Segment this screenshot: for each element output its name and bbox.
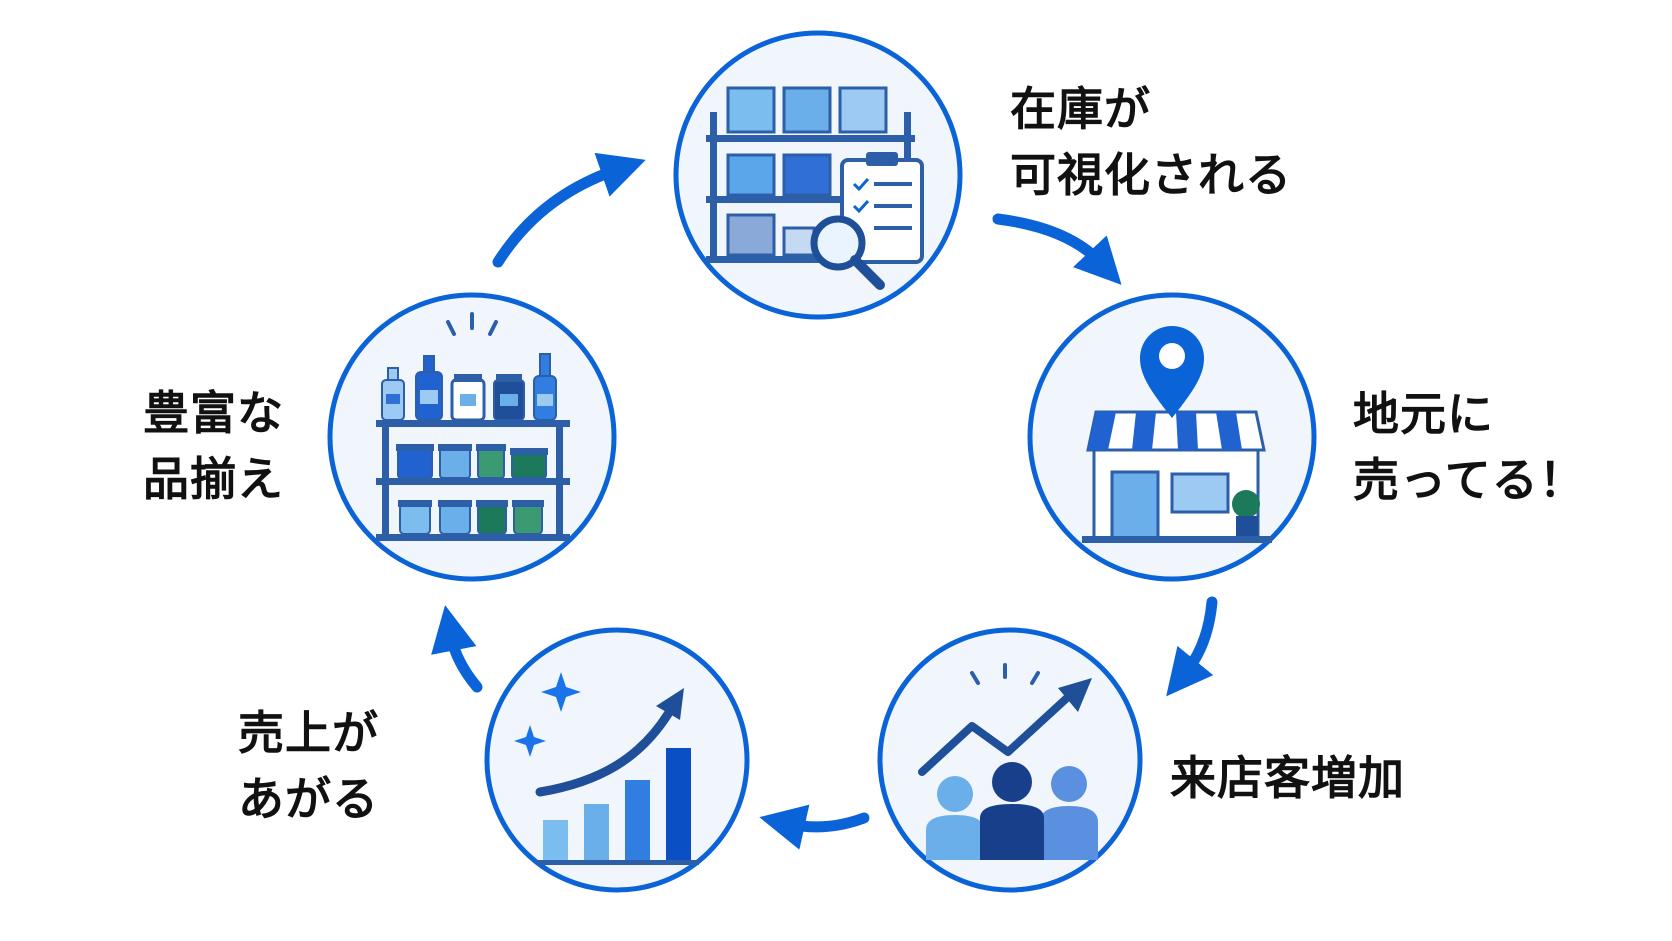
label-sales-line-1: 売上が xyxy=(238,706,379,760)
product-shelf-bottles-jars-icon xyxy=(376,312,570,541)
label-local: 地元に 売ってる！ xyxy=(1353,381,1586,513)
arrow-inventory-to-local xyxy=(992,213,1122,285)
arrow-visitors-to-sales xyxy=(759,804,870,850)
label-local-line-1: 地元に xyxy=(1353,387,1494,441)
arrow-local-to-visitors xyxy=(1166,596,1218,697)
label-assortment: 豊富な 品揃え xyxy=(143,380,284,512)
people-trend-up-icon xyxy=(918,663,1098,860)
label-visitors-line-1: 来店客増加 xyxy=(1170,751,1405,805)
label-inventory: 在庫が 可視化される xyxy=(1010,76,1292,208)
node-sales xyxy=(484,627,750,893)
label-visitors: 来店客増加 xyxy=(1170,745,1405,811)
node-local xyxy=(1027,292,1317,582)
label-inventory-line-2: 可視化される xyxy=(1010,148,1292,202)
arrow-assortment-to-inventory xyxy=(492,152,646,268)
bar-chart-growth-icon xyxy=(514,672,699,865)
storefront-location-pin-icon xyxy=(1082,326,1272,543)
label-local-line-2: 売ってる！ xyxy=(1353,453,1586,507)
label-assortment-line-1: 豊富な xyxy=(143,386,284,440)
node-visitors xyxy=(877,627,1143,893)
inventory-shelf-clipboard-magnifier-icon xyxy=(706,86,924,290)
arrow-sales-to-assortment xyxy=(431,605,483,693)
node-assortment xyxy=(327,292,617,582)
node-inventory xyxy=(673,30,963,320)
label-sales-line-2: あがる xyxy=(238,772,379,826)
label-assortment-line-2: 品揃え xyxy=(143,452,284,506)
label-inventory-line-1: 在庫が xyxy=(1010,82,1151,136)
label-sales: 売上が あがる xyxy=(238,700,379,832)
